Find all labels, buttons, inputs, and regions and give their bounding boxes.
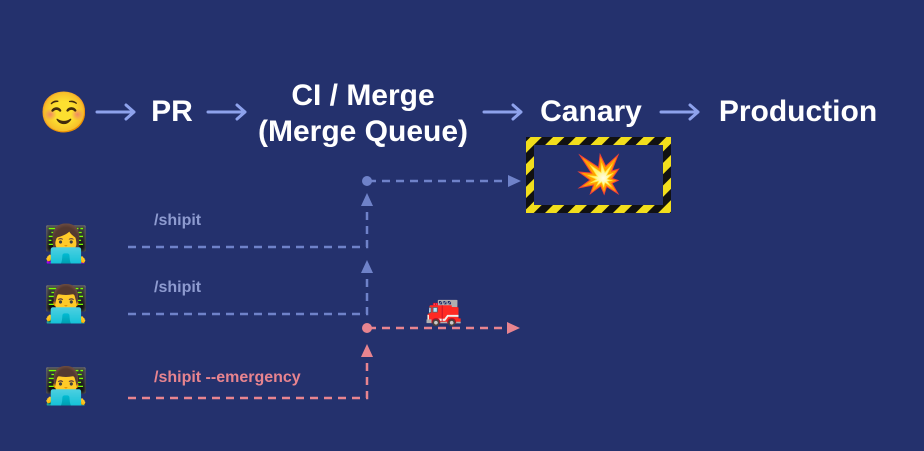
stage-pr-label: PR (151, 95, 193, 128)
node-queue-top (362, 176, 372, 186)
stage-ci-merge-label: CI / Merge (Merge Queue) (248, 78, 478, 150)
smiling-face-icon: ☺️ (39, 90, 89, 135)
arrowhead-dev1-up (361, 193, 373, 206)
dev3-command-label: /shipit --emergency (154, 369, 301, 386)
node-emergency (362, 323, 372, 333)
dev1-command-label: /shipit (154, 212, 202, 229)
explosion-icon: 💥 (575, 154, 623, 196)
stage-ci-merge-line2: (Merge Queue) (257, 115, 469, 148)
path-dev2-to-queue (128, 273, 369, 316)
arrow-start-to-pr (95, 103, 136, 121)
canary-hazard-box (526, 137, 671, 213)
stage-canary-label: Canary (540, 95, 642, 128)
man-technologist-emergency-icon: 👨‍💻 (43, 365, 89, 406)
stage-production-label: Production (718, 95, 878, 128)
arrowhead-emergency-right (507, 322, 520, 334)
arrowhead-queue-to-canary (508, 175, 521, 187)
dev2-command-label: /shipit (154, 279, 202, 296)
woman-technologist-icon: 👩‍💻 (43, 223, 89, 264)
arrowhead-dev3-up (361, 344, 373, 357)
arrow-ci-to-canary (482, 103, 523, 121)
arrow-pr-to-ci (206, 103, 247, 121)
path-dev3-to-emergency (128, 357, 369, 400)
fire-engine-icon: 🚒 (425, 293, 463, 327)
man-technologist-icon: 👨‍💻 (43, 283, 89, 324)
arrow-canary-to-production (659, 103, 700, 121)
path-dev1-to-queue (128, 206, 369, 249)
stage-ci-merge-line1: CI / Merge (291, 79, 435, 112)
arrowhead-dev2-up (361, 260, 373, 273)
